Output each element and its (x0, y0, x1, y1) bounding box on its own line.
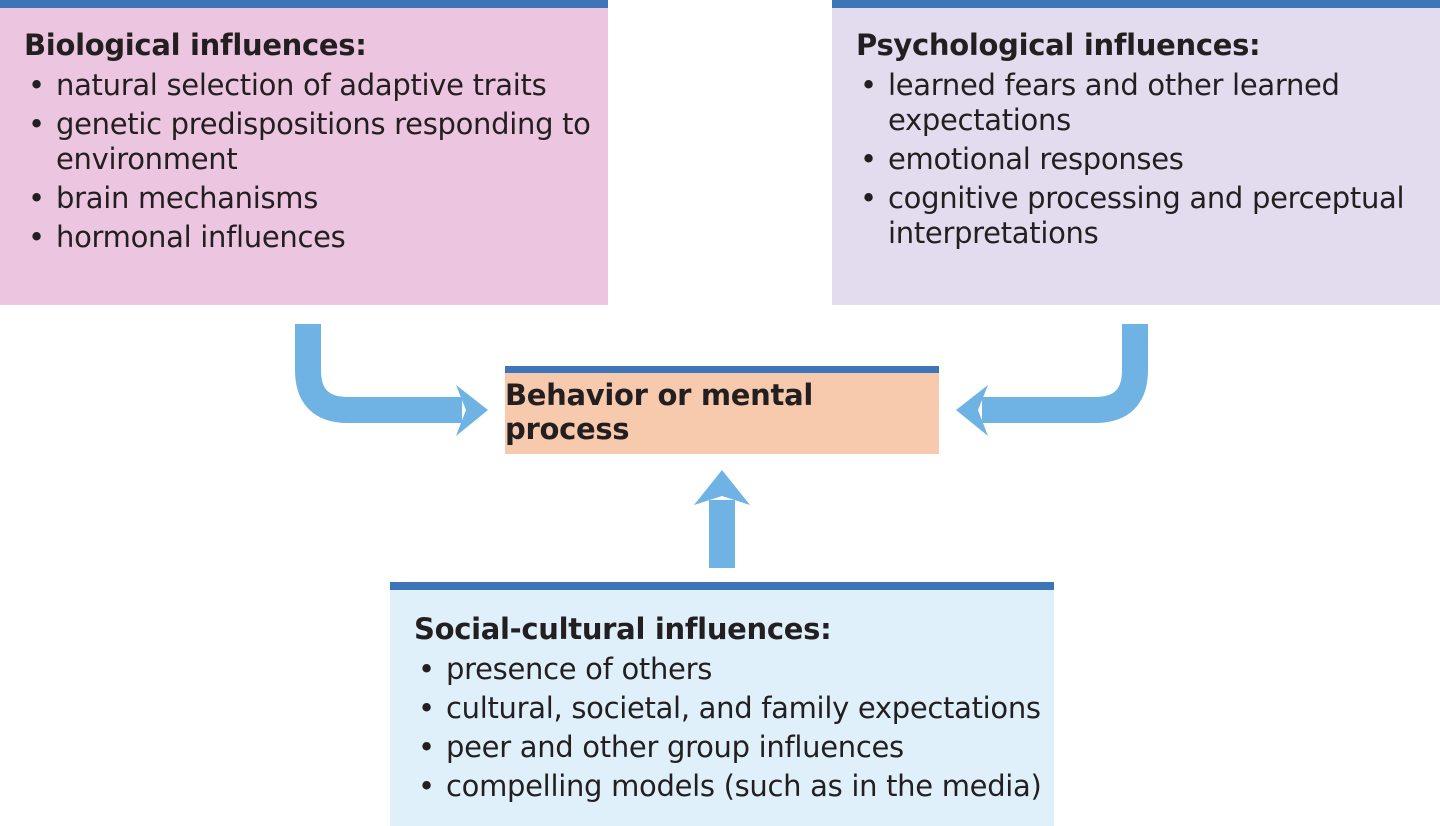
social-cultural-influences-box: Social-cultural influences: • presence of… (390, 582, 1054, 826)
behavior-box: Behavior or mental process (505, 366, 939, 454)
arrow-biological-head (456, 385, 488, 436)
list-item: • hormonal influences (24, 220, 608, 255)
bullet-icon: • (860, 68, 877, 102)
biological-influences-title: Biological influences: (24, 28, 367, 62)
behavior-label: Behavior or mental process (505, 377, 813, 446)
bullet-icon: • (28, 68, 45, 102)
list-item-text: emotional responses (888, 142, 1184, 176)
bullet-icon: • (418, 730, 435, 764)
social-cultural-influences-title: Social-cultural influences: (414, 612, 832, 646)
psychological-influences-box: Psychological influences: • learned fears… (832, 0, 1440, 305)
list-item: • emotional responses (856, 142, 1440, 177)
list-item: • brain mechanisms (24, 181, 608, 216)
list-item-text: natural selection of adaptive traits (56, 68, 547, 102)
biological-influences-box: Biological influences: • natural selectio… (0, 0, 608, 305)
list-item: • presence of others (414, 652, 1054, 687)
bullet-icon: • (860, 142, 877, 176)
arrow-social-to-behavior (709, 500, 735, 568)
biological-influences-list: • natural selection of adaptive traits • g… (24, 68, 608, 255)
list-item: • compelling models (such as in the media… (414, 769, 1054, 804)
psychological-influences-list: • learned fears and other learned expecta… (856, 68, 1440, 251)
bullet-icon: • (28, 220, 45, 254)
list-item-text: presence of others (446, 652, 713, 686)
list-item-text: brain mechanisms (56, 181, 319, 215)
list-item-text: genetic predispositions responding to en… (56, 107, 591, 176)
bullet-icon: • (860, 181, 877, 215)
arrow-biological-to-behavior (295, 324, 462, 423)
list-item-text: learned fears and other learned expectat… (888, 68, 1340, 137)
arrow-social-head (694, 470, 750, 505)
list-item-text: hormonal influences (56, 220, 346, 254)
list-item-text: cognitive processing and perceptual inte… (888, 181, 1405, 250)
list-item: • cultural, societal, and family expectat… (414, 691, 1054, 726)
list-item: • peer and other group influences (414, 730, 1054, 765)
bullet-icon: • (28, 181, 45, 215)
bullet-icon: • (28, 107, 45, 141)
list-item-text: compelling models (such as in the media) (446, 769, 1042, 803)
list-item: • cognitive processing and perceptual int… (856, 181, 1440, 251)
list-item-text: cultural, societal, and family expectati… (446, 691, 1041, 725)
list-item: • learned fears and other learned expecta… (856, 68, 1440, 138)
bullet-icon: • (418, 769, 435, 803)
list-item: • genetic predispositions responding to e… (24, 107, 608, 177)
psychological-influences-title: Psychological influences: (856, 28, 1261, 62)
list-item-text: peer and other group influences (446, 730, 904, 764)
bullet-icon: • (418, 691, 435, 725)
social-cultural-influences-list: • presence of others • cultural, societal,… (414, 652, 1054, 804)
bullet-icon: • (418, 652, 435, 686)
list-item: • natural selection of adaptive traits (24, 68, 608, 103)
arrow-psychological-to-behavior (982, 324, 1148, 423)
arrow-psychological-head (956, 385, 988, 436)
